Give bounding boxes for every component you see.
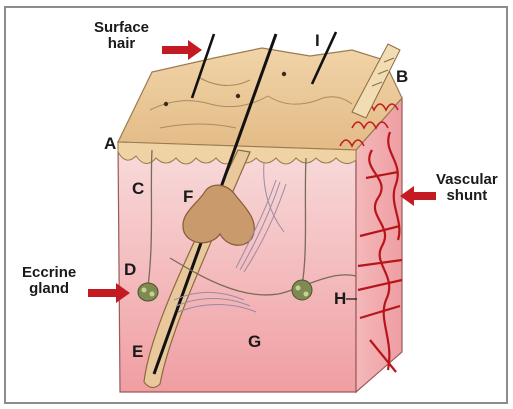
label-letter-a: A — [104, 135, 116, 153]
label-vascular-shunt: Vascular shunt — [436, 172, 498, 204]
arrow-vascular-shunt — [400, 186, 436, 206]
label-letter-f: F — [183, 188, 193, 206]
label-letter-b: B — [396, 68, 408, 86]
label-letter-d: D — [124, 261, 136, 279]
label-letter-h: H — [334, 290, 346, 308]
label-letter-g: G — [248, 333, 261, 351]
label-letter-e: E — [132, 343, 143, 361]
label-surface-hair: Surface hair — [94, 20, 149, 52]
arrow-surface-hair — [162, 40, 202, 60]
eccrine-gland-left — [138, 283, 158, 301]
eccrine-gland-right — [292, 280, 312, 300]
label-letter-c: C — [132, 180, 144, 198]
label-letter-i: I — [315, 32, 320, 50]
label-eccrine-gland: Eccrine gland — [22, 265, 76, 297]
